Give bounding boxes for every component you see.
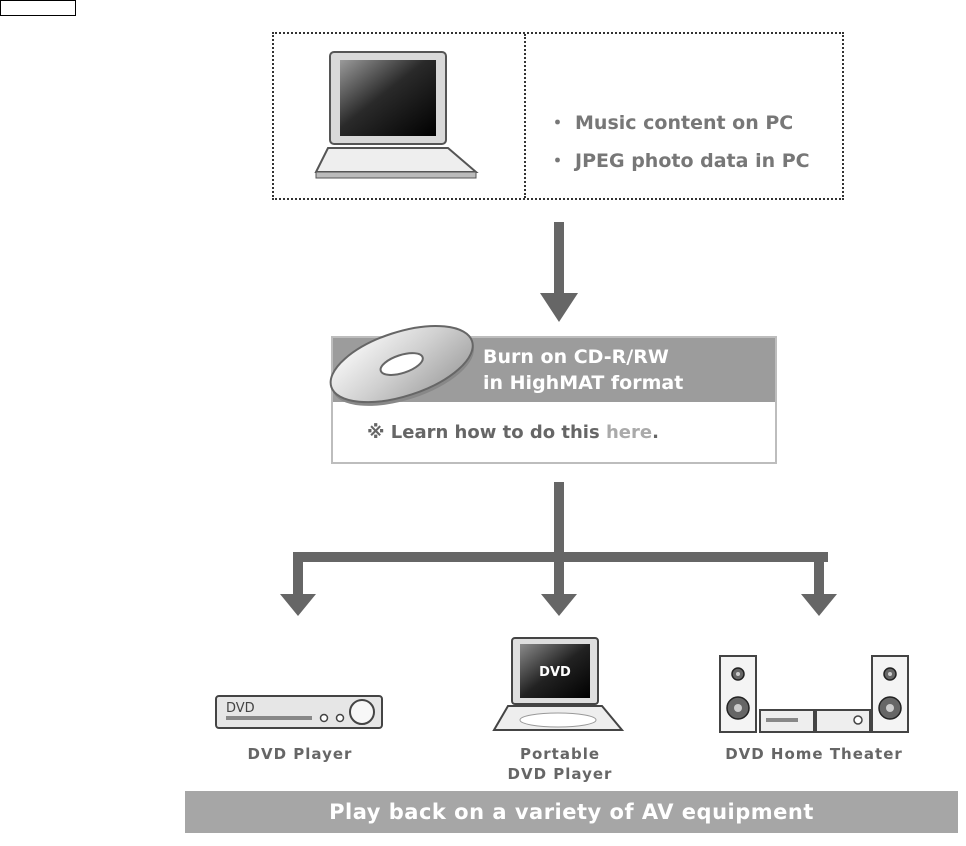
corner-box [0,0,76,16]
home-theater-icon [719,655,909,733]
device-label-portable-dvd-player: Portable DVD Player [507,745,613,783]
portable-badge: DVD [539,665,571,680]
list-item: ・JPEG photo data in PC [548,150,810,172]
arrow-top-shaft [554,222,564,302]
laptop-icon [314,51,479,179]
pc-divider [524,34,526,198]
device-label-dvd-player: DVD Player [247,745,353,763]
dvd-player-icon: DVD [215,695,383,729]
arrow-mid-head [541,594,577,616]
device-label-home-theater: DVD Home Theater [725,745,903,763]
pc-source-box: ・Music content on PC ・JPEG photo data in… [272,32,844,200]
cd-disc-icon [329,324,474,406]
arrow-right-shaft [814,552,824,594]
source-content-list: ・Music content on PC ・JPEG photo data in… [548,104,810,180]
list-item: ・Music content on PC [548,112,794,134]
arrow-mid-shaft [554,552,564,594]
arrow-right-head [801,594,837,616]
arrow-left-head [280,594,316,616]
arrow-top-head [540,293,578,322]
portable-dvd-player-icon: DVD [492,637,625,731]
learn-how-line: ※ Learn how to do this here. [367,422,659,443]
dvd-player-badge: DVD [226,701,255,716]
arrow-trunk [554,482,564,562]
playback-banner: Play back on a variety of AV equipment [185,791,958,833]
burn-box: Burn on CD-R/RW in HighMAT format ※ Lear… [331,336,777,464]
here-link[interactable]: here [605,422,653,443]
burn-title: Burn on CD-R/RW in HighMAT format [483,346,684,394]
arrow-left-shaft [293,552,303,594]
